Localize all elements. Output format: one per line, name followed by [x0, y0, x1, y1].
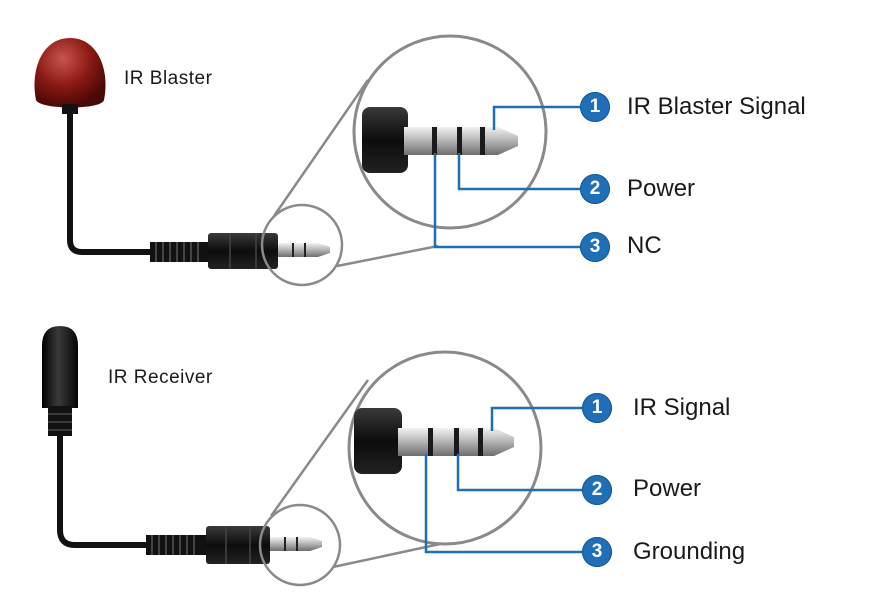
ir-receiver-zoom-line-bottom: [332, 542, 441, 569]
ir-blaster-neck: [62, 104, 78, 114]
pin-badge-2: 2: [582, 475, 612, 505]
ir-blaster-label: IR Blaster: [124, 68, 213, 89]
pin-label-nc: NC: [627, 232, 662, 259]
pin-badge-1: 1: [582, 393, 612, 423]
pin-badge-3: 3: [580, 232, 610, 262]
pin-badge-2: 2: [580, 174, 610, 204]
ir-receiver-zoom-line-top: [269, 379, 370, 517]
ir-receiver-plug-body: [206, 526, 270, 564]
pin-label-ir-signal: IR Signal: [633, 394, 731, 421]
ir-blaster-cable: [67, 112, 156, 255]
ir-receiver-label: IR Receiver: [108, 367, 213, 388]
ir-blaster-zoom-line-bottom: [336, 244, 439, 268]
ir-blaster-zoom-line-top: [272, 79, 370, 217]
ir-receiver-diagram: [42, 326, 584, 587]
ir-blaster-plug-body: [208, 233, 278, 269]
ir-blaster-zoomed-jack: [362, 107, 518, 173]
ir-receiver-strain-relief: [146, 535, 208, 555]
ir-receiver-head: [42, 326, 78, 408]
ir-blaster-zoom-source: [260, 203, 344, 287]
pin-label-grounding: Grounding: [633, 538, 746, 565]
ir-receiver-leader-lines: [424, 406, 584, 554]
pin-label-power: Power: [633, 475, 702, 502]
ir-receiver-small-jack: [270, 537, 322, 551]
ir-receiver-zoomed-jack: [354, 408, 514, 474]
pin-badge-3: 3: [582, 537, 612, 567]
ir-receiver-cable: [57, 436, 150, 548]
ir-blaster-small-jack: [278, 243, 330, 257]
pin-label-power: Power: [627, 175, 696, 202]
ir-blaster-strain-relief: [150, 242, 210, 262]
ir-blaster-head: [34, 38, 106, 108]
ir-blaster-leader-lines: [433, 105, 582, 249]
ir-blaster-diagram: [34, 34, 582, 287]
ir-receiver-neck: [48, 406, 72, 436]
ir-receiver-zoom-source: [258, 503, 342, 587]
pin-badge-1: 1: [580, 92, 610, 122]
pin-label-ir-blaster-signal: IR Blaster Signal: [627, 93, 806, 120]
